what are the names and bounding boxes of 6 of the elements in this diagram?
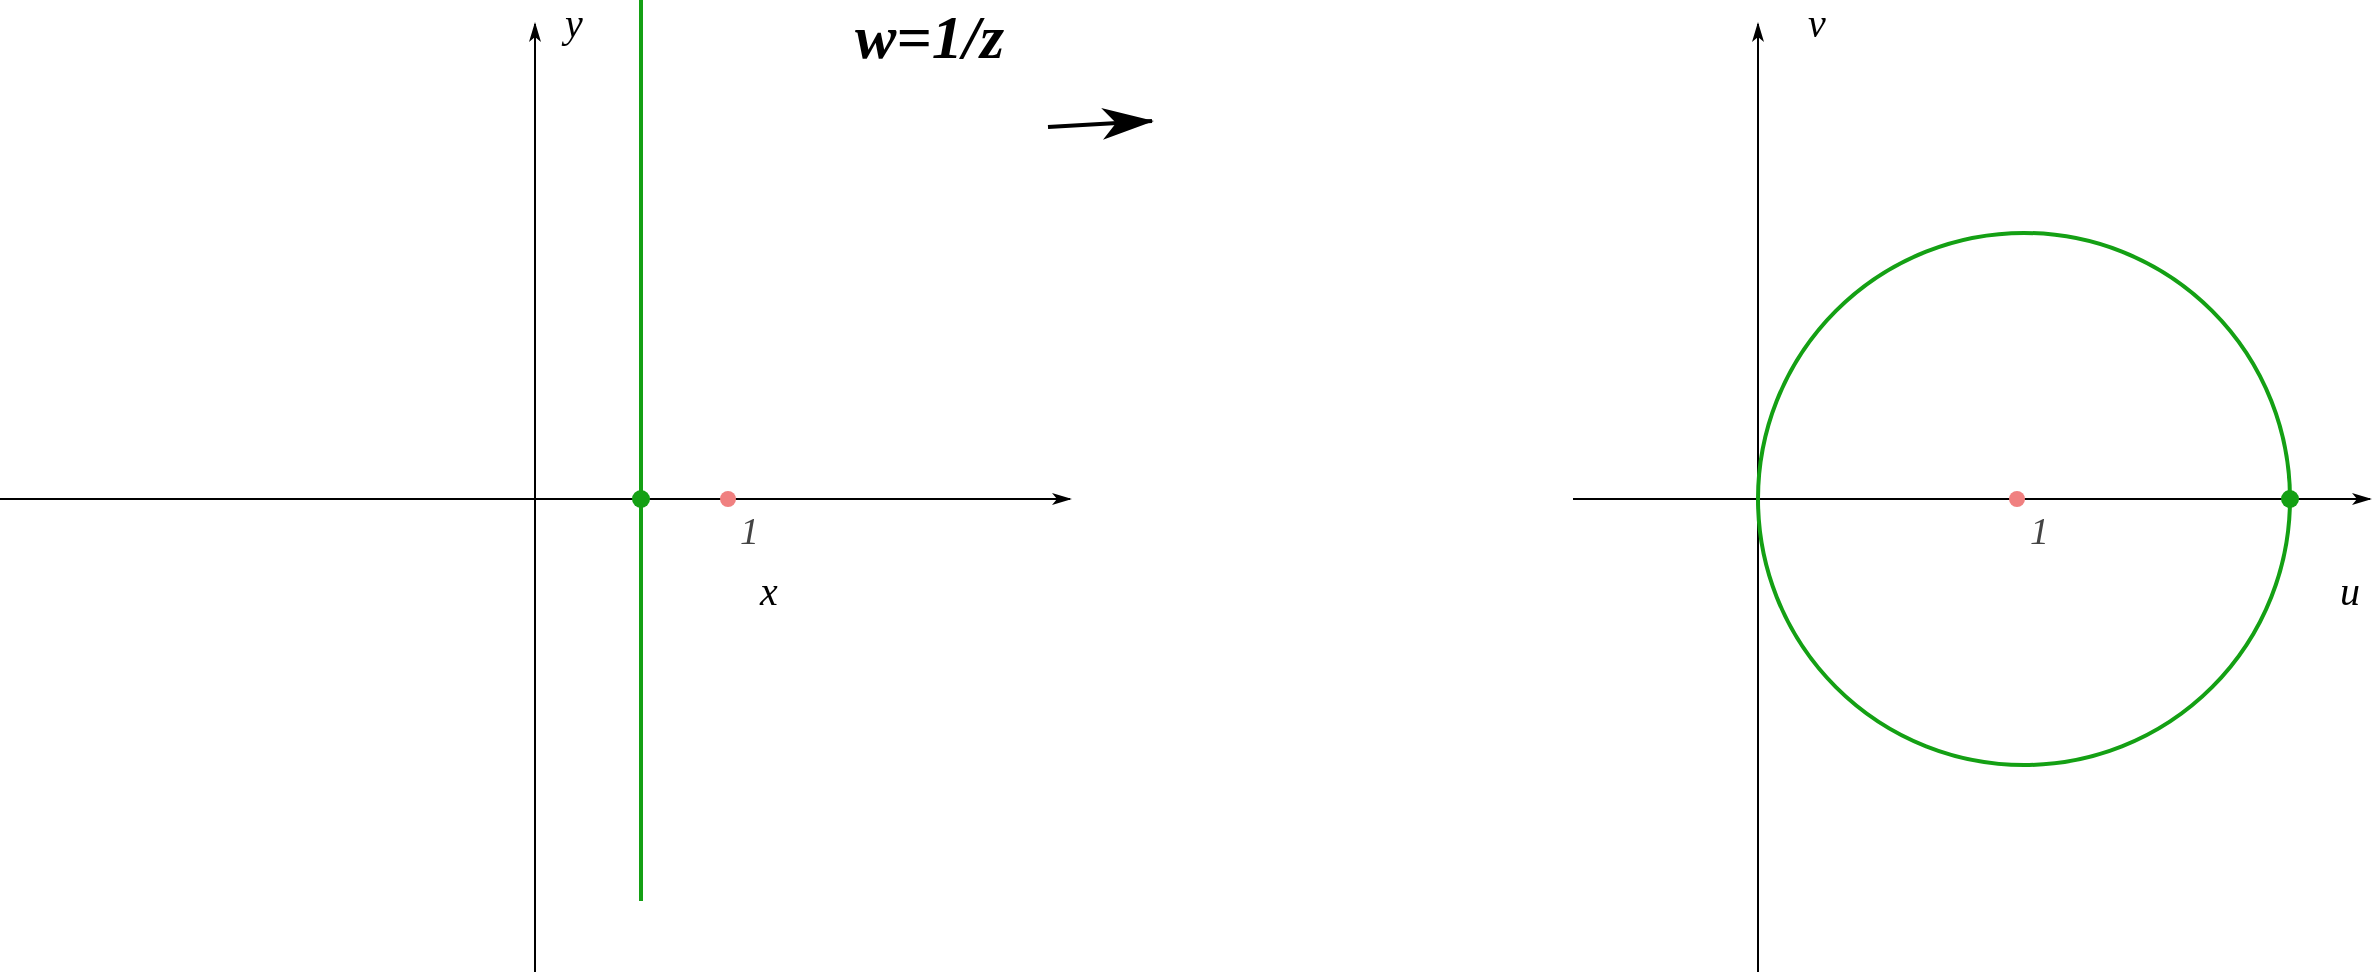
tick-label: 1 [2030,512,2049,550]
axis-label: x [760,572,778,612]
axis-label: v [1808,4,1826,44]
axis-label: u [2340,572,2360,612]
formula: w=1/z [855,6,1005,68]
tick-label: 1 [740,512,759,550]
